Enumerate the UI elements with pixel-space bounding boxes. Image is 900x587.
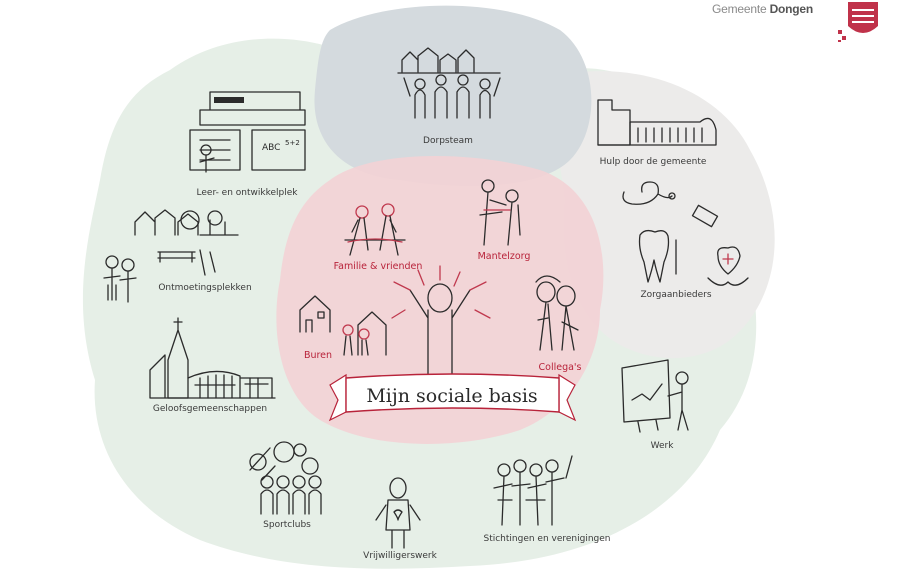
work-icon xyxy=(621,359,689,433)
top-blue-blob xyxy=(314,5,592,186)
caregiving-icon xyxy=(479,179,521,246)
label-buren: Buren xyxy=(303,350,333,361)
brand-prefix: Gemeente xyxy=(712,2,767,16)
family-friends-icon xyxy=(344,203,406,256)
town-hall-icon xyxy=(597,99,717,146)
label-sportclubs: Sportclubs xyxy=(263,520,311,530)
label-geloofsgemeenschappen: Geloofsgemeenschappen xyxy=(152,404,268,414)
label-mantelzorg: Mantelzorg xyxy=(477,251,531,262)
label-collegas: Collega's xyxy=(538,362,582,373)
outer-grey-blob xyxy=(551,71,775,359)
foundations-icon xyxy=(493,455,573,526)
sportclubs-icon xyxy=(249,441,322,515)
title-banner xyxy=(328,373,577,422)
label-zorgaanbieders: Zorgaanbieders xyxy=(640,290,712,300)
label-hulp-gemeente: Hulp door de gemeente xyxy=(599,157,707,167)
brand-logo: Gemeente Dongen xyxy=(712,2,813,16)
coat-of-arms-icon xyxy=(838,2,878,42)
dorpsteam-icon xyxy=(397,47,501,119)
volunteer-icon xyxy=(375,477,421,549)
brand-name: Dongen xyxy=(769,2,814,16)
svg-text:ABC: ABC xyxy=(262,143,280,153)
center-title: Mijn sociale basis xyxy=(366,385,538,407)
label-ontmoetingsplekken: Ontmoetingsplekken xyxy=(158,283,252,293)
label-vrijwilligerswerk: Vrijwilligerswerk xyxy=(363,551,437,561)
colleagues-icon xyxy=(535,275,579,351)
label-werk: Werk xyxy=(650,441,674,451)
label-dorpsteam: Dorpsteam xyxy=(423,136,473,146)
label-familie-vrienden: Familie & vrienden xyxy=(333,261,423,272)
care-providers-icon xyxy=(622,181,749,286)
meeting-places-icon xyxy=(103,209,239,303)
center-pink-blob xyxy=(276,156,604,444)
neighbours-icon xyxy=(299,295,387,356)
label-stichtingen-verenigingen: Stichtingen en verenigingen xyxy=(483,534,611,544)
label-leer-ontwikkelplek: Leer- en ontwikkelplek xyxy=(196,188,298,198)
church-icon xyxy=(149,317,276,399)
school-icon: ABC 5+2 xyxy=(189,91,306,173)
svg-text:5+2: 5+2 xyxy=(285,139,300,147)
